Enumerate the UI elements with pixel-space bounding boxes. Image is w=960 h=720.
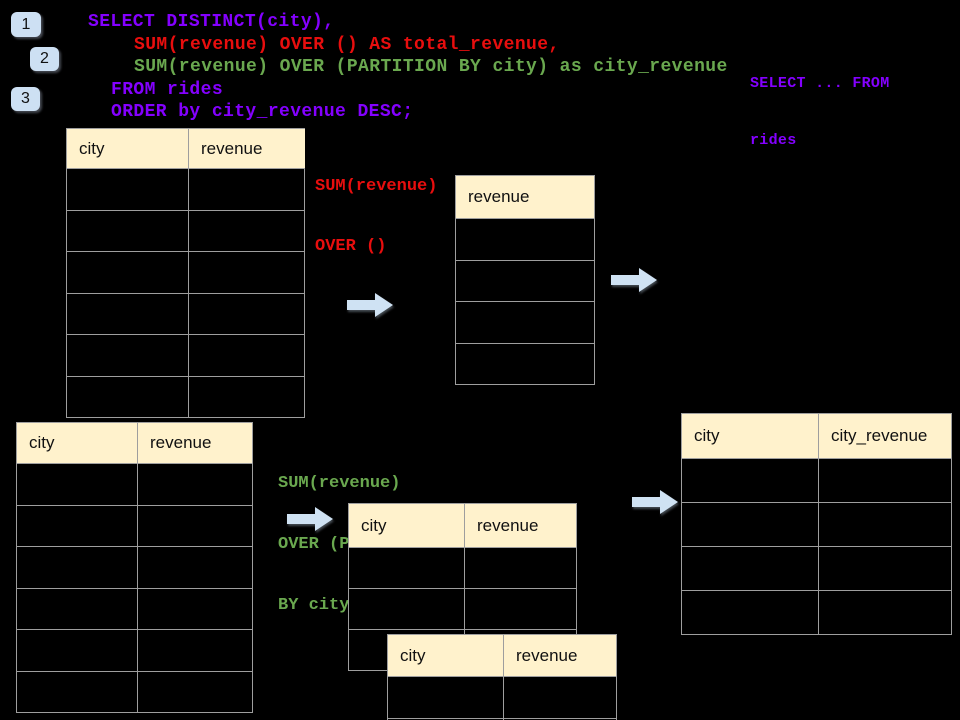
- table-row: [456, 218, 594, 260]
- table-row: [682, 590, 951, 634]
- annotation-total-line-1: SUM(revenue): [315, 177, 438, 196]
- right-arrow-icon: [287, 507, 333, 531]
- table-source-bottom-header-row: city revenue: [17, 423, 252, 463]
- table-partition-overlay: city revenue: [387, 634, 617, 720]
- column-header-city: city: [349, 504, 464, 547]
- sql-line-select: SELECT DISTINCT(city),: [88, 12, 335, 32]
- table-source-bottom: city revenue: [16, 422, 253, 713]
- column-header-revenue: revenue: [456, 176, 594, 218]
- table-row: [67, 334, 304, 376]
- table-partition-mid-header-row: city revenue: [349, 504, 576, 547]
- table-row: [17, 587, 252, 629]
- table-row: [17, 546, 252, 588]
- column-header-city: city: [682, 414, 818, 458]
- table-row: [17, 670, 252, 712]
- table-row: [67, 375, 304, 417]
- step-badge-1: 1: [11, 12, 41, 37]
- side-note-select-from-rides: SELECT ... FROM rides: [750, 36, 890, 188]
- side-note-line-1: SELECT ... FROM: [750, 75, 890, 92]
- right-arrow-icon: [347, 293, 393, 317]
- table-row: [67, 251, 304, 293]
- column-header-city-revenue: city_revenue: [818, 414, 951, 458]
- table-row: [17, 463, 252, 505]
- step-badge-3: 3: [11, 87, 40, 111]
- table-row: [682, 502, 951, 546]
- annotation-partition-line-3: BY city): [278, 596, 360, 615]
- annotation-partition-line-1: SUM(revenue): [278, 474, 401, 493]
- column-header-revenue: revenue: [188, 129, 305, 168]
- sql-line-from: FROM rides: [111, 80, 224, 100]
- table-source-top: city revenue: [66, 128, 305, 418]
- annotation-total-line-2: OVER (): [315, 237, 387, 256]
- side-note-line-2: rides: [750, 132, 797, 149]
- column-header-city: city: [388, 635, 503, 676]
- table-total-revenue: revenue: [455, 175, 595, 385]
- table-row: [67, 292, 304, 334]
- column-header-city: city: [67, 129, 188, 168]
- column-header-city: city: [17, 423, 137, 463]
- sql-line-city-revenue: SUM(revenue) OVER (PARTITION BY city) as…: [134, 57, 728, 77]
- column-header-revenue: revenue: [464, 504, 576, 547]
- table-partition-overlay-header-row: city revenue: [388, 635, 616, 676]
- right-arrow-icon: [632, 490, 678, 514]
- table-source-top-header-row: city revenue: [67, 129, 305, 168]
- table-city-revenue-result: city city_revenue: [681, 413, 952, 635]
- table-row: [349, 547, 576, 588]
- table-row: [17, 504, 252, 546]
- table-row: [67, 168, 304, 210]
- sql-line-order-by: ORDER by city_revenue DESC;: [111, 102, 414, 122]
- table-row: [67, 209, 304, 251]
- table-row: [349, 588, 576, 629]
- annotation-total-revenue: SUM(revenue) OVER (): [315, 138, 437, 296]
- table-result-header-row: city city_revenue: [682, 414, 951, 458]
- table-row: [456, 259, 594, 302]
- table-row: [682, 458, 951, 502]
- right-arrow-icon: [611, 268, 657, 292]
- table-row: [17, 629, 252, 671]
- table-row: [682, 546, 951, 590]
- table-row: [456, 301, 594, 343]
- step-badge-2: 2: [30, 47, 59, 71]
- table-row: [456, 342, 594, 385]
- table-total-revenue-header-row: revenue: [456, 176, 594, 218]
- column-header-revenue: revenue: [503, 635, 616, 676]
- column-header-revenue: revenue: [137, 423, 252, 463]
- sql-line-total-revenue: SUM(revenue) OVER () AS total_revenue,: [134, 35, 560, 55]
- table-row: [388, 676, 616, 718]
